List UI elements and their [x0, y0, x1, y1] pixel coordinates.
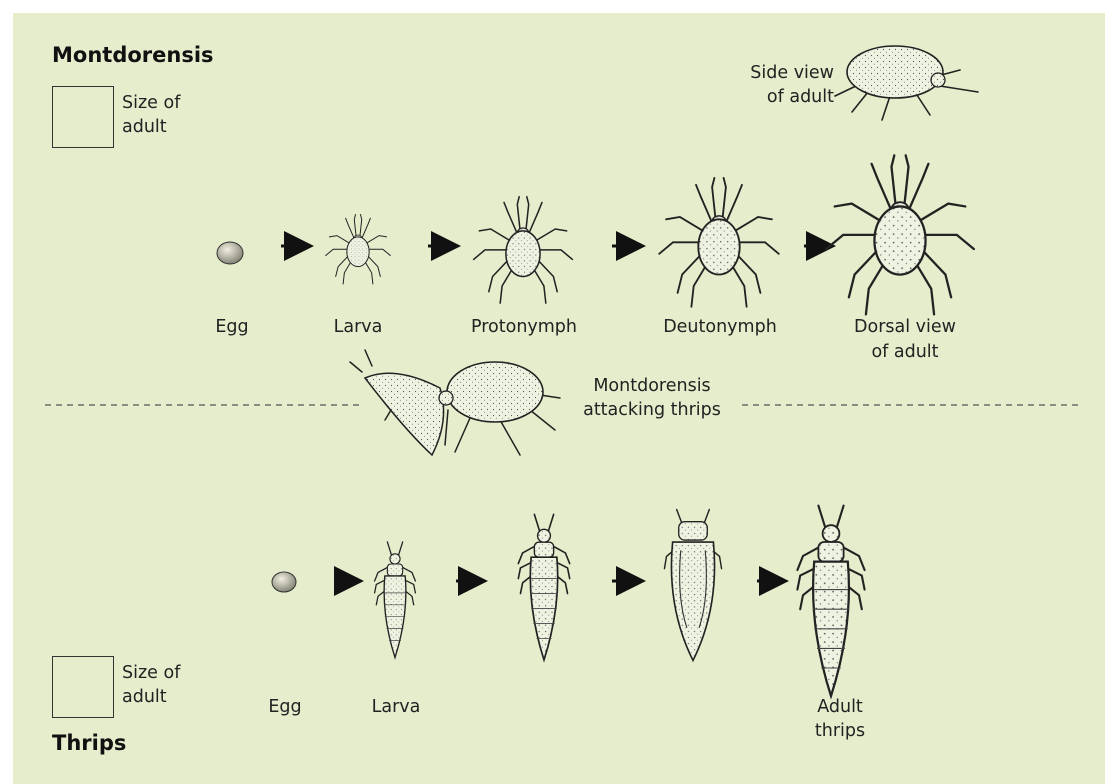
mite-adult-side-view	[835, 46, 978, 120]
mite-section-title: Montdorensis	[52, 43, 214, 67]
thrips-stage-egg: Egg	[255, 696, 315, 718]
thrips-egg	[272, 572, 296, 592]
side-view-label-line2: of adult	[734, 86, 834, 108]
interaction-label-line2: attacking thrips	[572, 399, 732, 421]
mite-larva	[326, 215, 390, 284]
thrips-section-title: Thrips	[52, 731, 126, 755]
mite-deutonymph	[659, 178, 779, 307]
mite-stage-larva: Larva	[316, 316, 400, 338]
mite-adult-dorsal	[826, 155, 974, 314]
mite-adult-label-line2: of adult	[835, 341, 975, 363]
mite-size-box	[52, 86, 114, 148]
mite-size-label-line1: Size of	[122, 92, 180, 114]
thrips-size-label-line2: adult	[122, 686, 167, 708]
mite-protonymph	[474, 197, 573, 303]
thrips-adult-label-line2: thrips	[800, 720, 880, 742]
mite-adult-label-line1: Dorsal view	[835, 316, 975, 338]
side-view-label-line1: Side view	[734, 62, 834, 84]
thrips-pupa	[664, 509, 721, 660]
mite-stage-deutonymph: Deutonymph	[655, 316, 785, 338]
mite-stage-egg: Egg	[194, 316, 270, 338]
mite-stage-protonymph: Protonymph	[459, 316, 589, 338]
mite-size-label-line2: adult	[122, 116, 167, 138]
mite-attacking-thrips	[350, 350, 560, 455]
thrips-size-label-line1: Size of	[122, 662, 180, 684]
thrips-second-larva	[518, 514, 569, 660]
thrips-adult-label-line1: Adult	[800, 696, 880, 718]
mite-egg	[217, 242, 243, 264]
thrips-size-box	[52, 656, 114, 718]
thrips-larva	[375, 542, 416, 658]
thrips-adult	[797, 506, 864, 696]
thrips-stage-larva: Larva	[356, 696, 436, 718]
interaction-label-line1: Montdorensis	[572, 375, 732, 397]
